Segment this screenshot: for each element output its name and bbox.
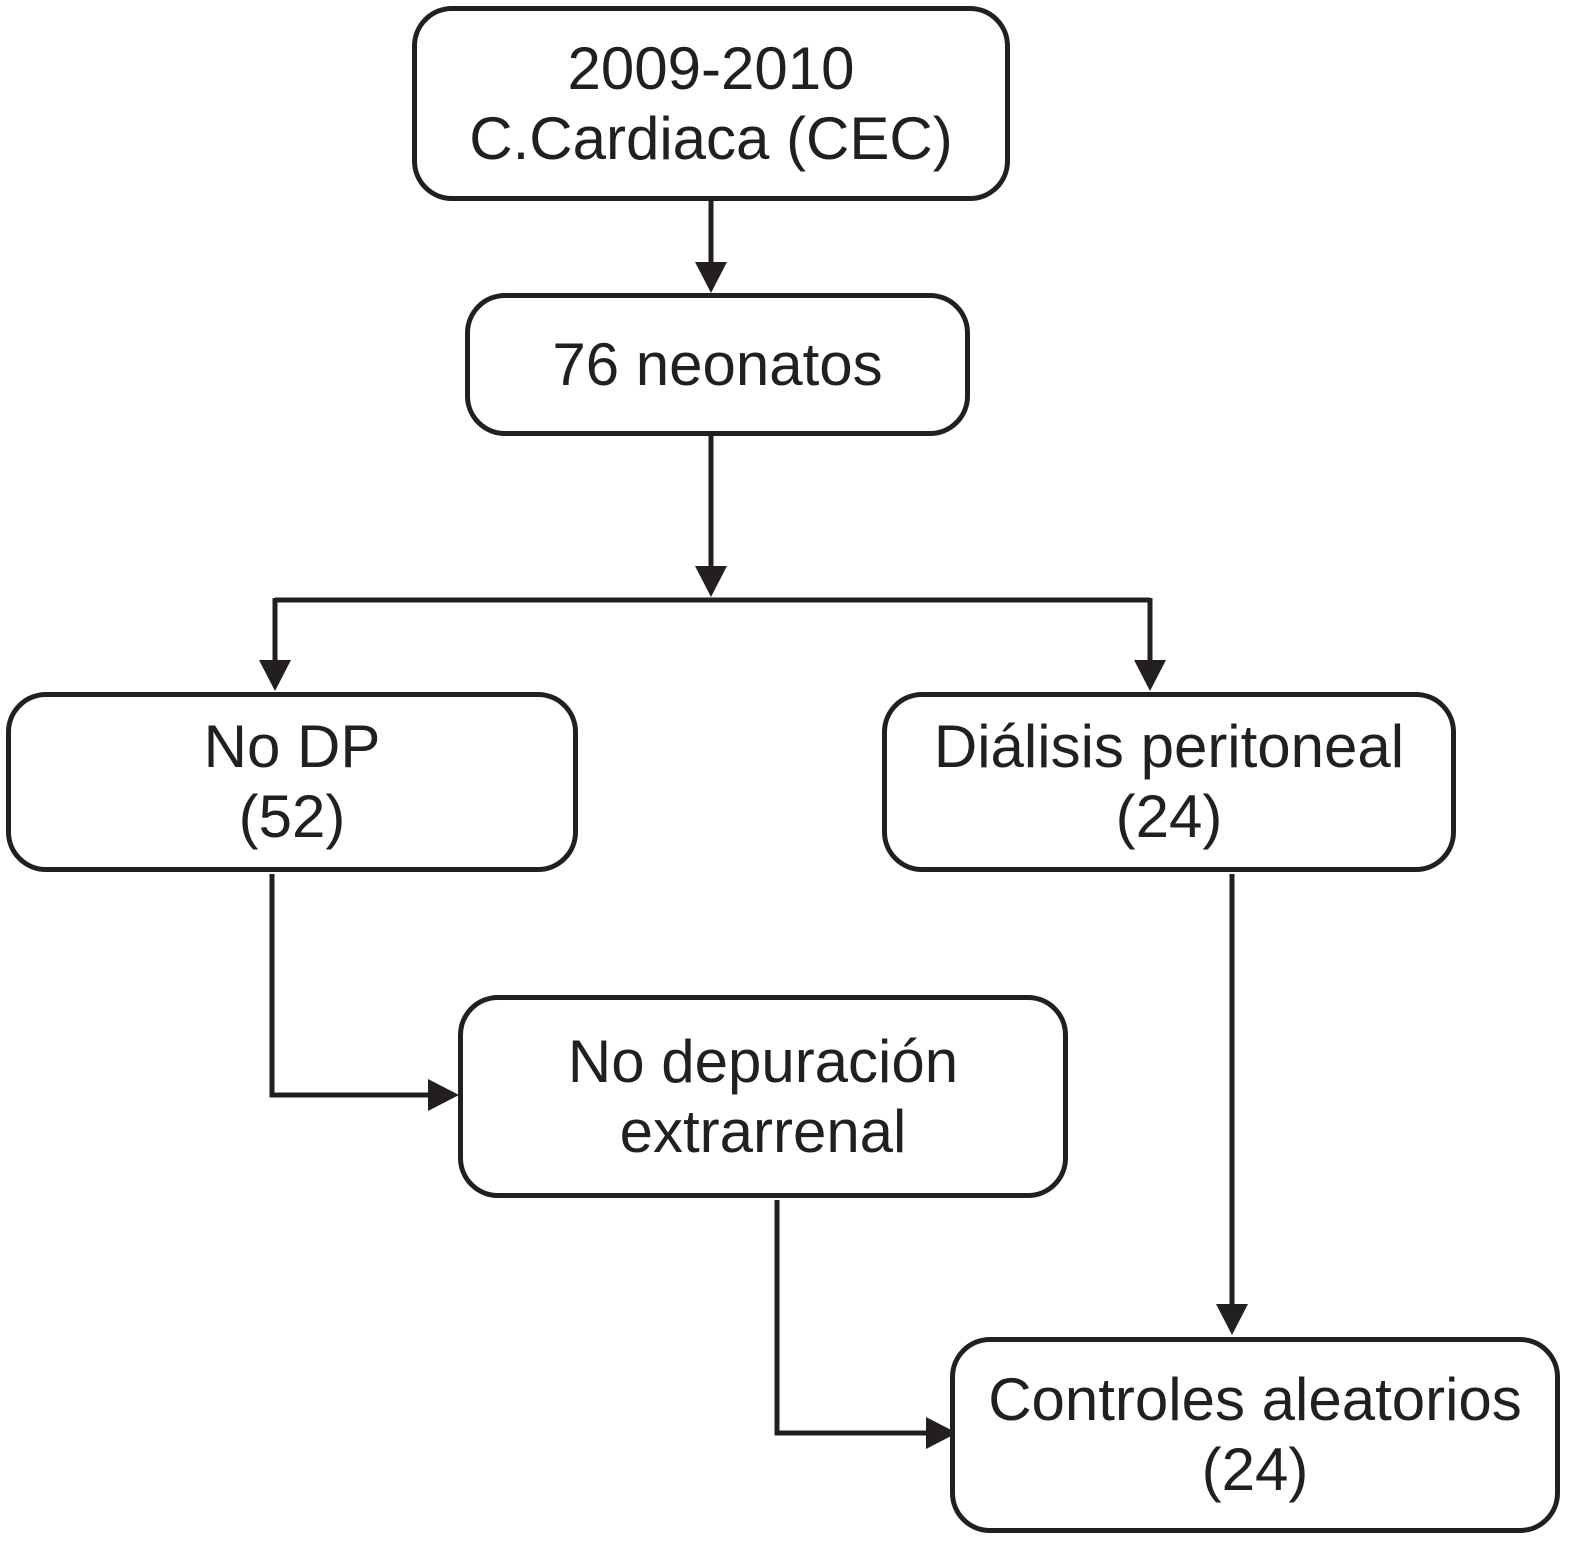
node-no-dp-label-line1: No DP <box>203 713 381 781</box>
node-random-controls-label-line2: (24) <box>1201 1436 1309 1503</box>
node-cohort: 2009-2010 C.Cardiaca (CEC) <box>412 6 1010 201</box>
node-peritoneal-dialysis-label-line2: (24) <box>1115 783 1223 850</box>
node-neonates-label: 76 neonatos <box>552 330 883 398</box>
node-peritoneal-dialysis: Diálisis peritoneal (24) <box>882 692 1456 872</box>
edge-split-branches <box>259 597 1166 691</box>
edge-cohort-to-neonates-arrow <box>695 201 727 293</box>
edge-peritoneal-to-controls-arrow <box>1216 874 1248 1335</box>
node-cohort-label-line1: 2009-2010 <box>567 34 855 102</box>
edge-no-dp-to-no-depuration-arrow <box>269 874 459 1111</box>
node-neonates: 76 neonatos <box>465 293 970 436</box>
edge-no-depuration-to-controls-arrow <box>774 1200 957 1449</box>
edge-neonates-to-split-arrow <box>695 436 727 597</box>
node-cohort-label-line2: C.Cardiaca (CEC) <box>469 104 953 172</box>
node-no-depuration: No depuración extrarrenal <box>458 995 1068 1198</box>
node-random-controls-label-line1: Controles aleatorios <box>988 1366 1522 1434</box>
node-peritoneal-dialysis-label-line1: Diálisis peritoneal <box>933 713 1405 781</box>
node-random-controls: Controles aleatorios (24) <box>950 1337 1560 1533</box>
node-no-depuration-label-line2: extrarrenal <box>619 1097 907 1165</box>
node-no-dp: No DP (52) <box>6 692 578 872</box>
node-no-depuration-label-line1: No depuración <box>567 1027 959 1095</box>
node-no-dp-label-line2: (52) <box>238 783 346 850</box>
